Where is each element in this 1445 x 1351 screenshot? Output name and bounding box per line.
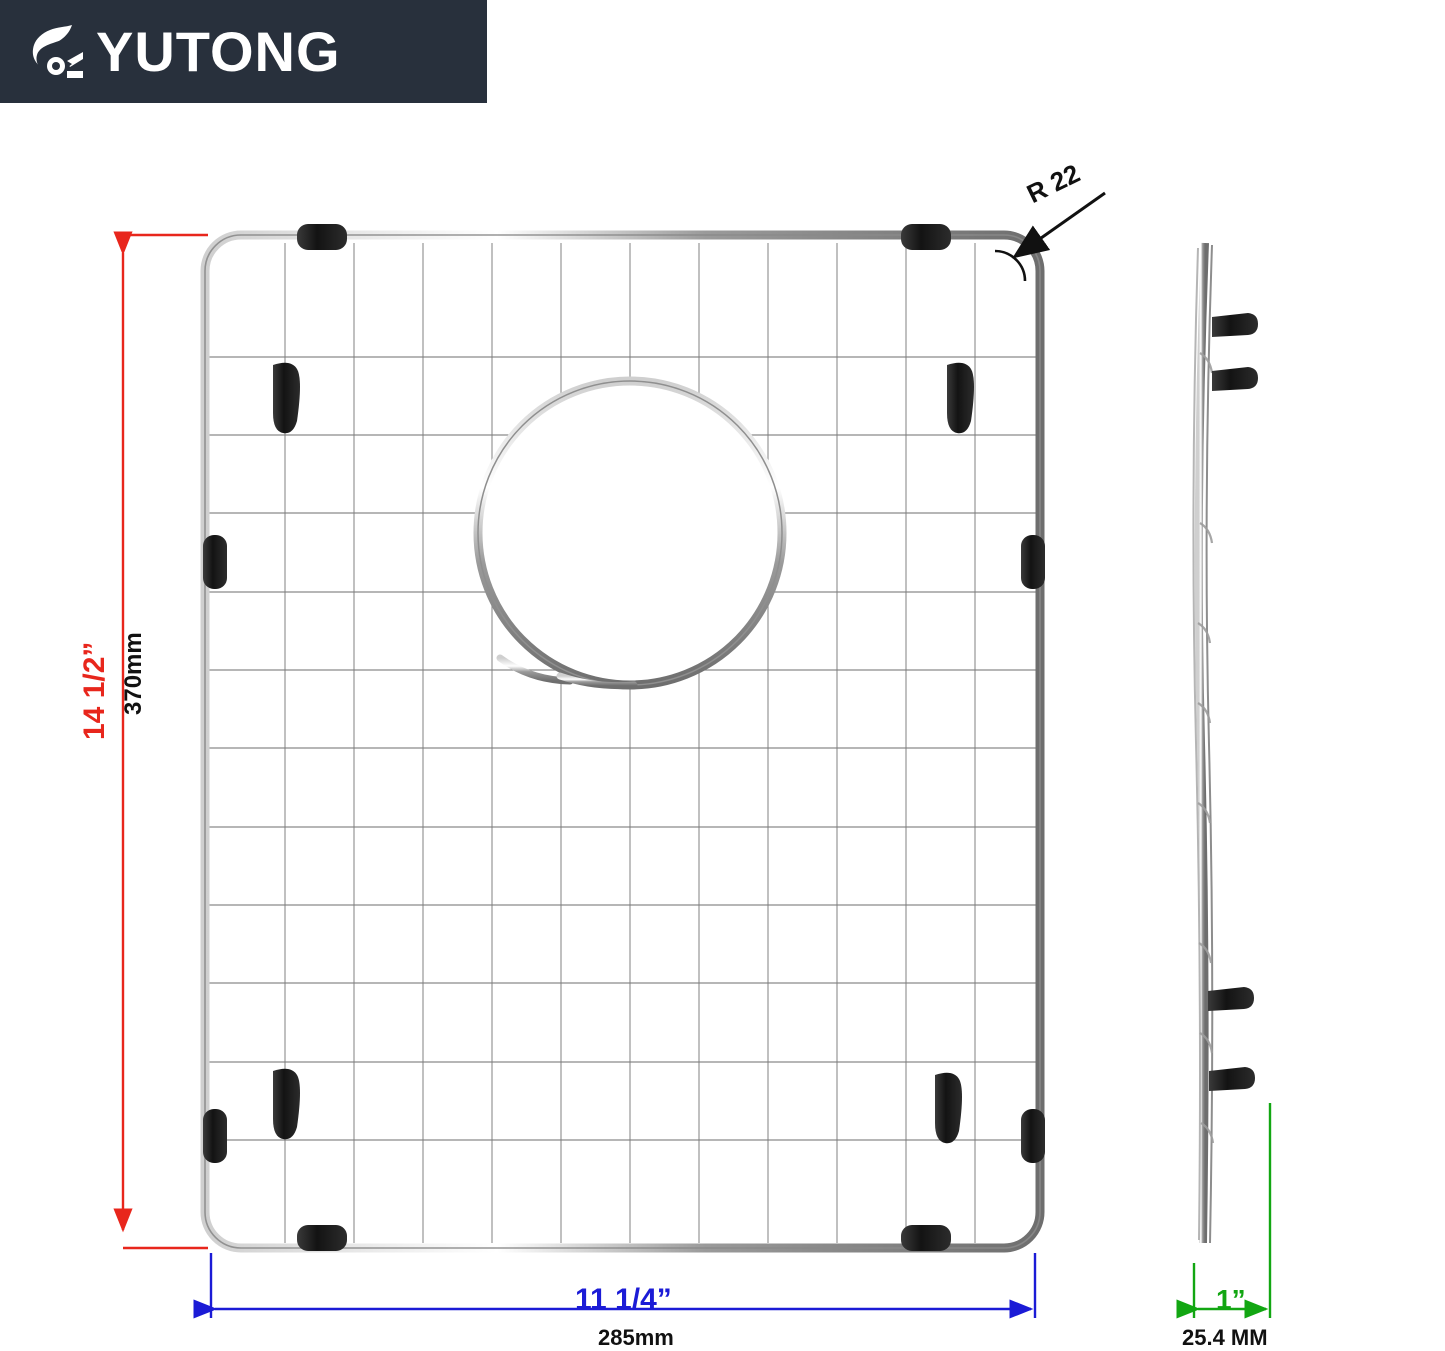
front-view-grid (200, 224, 1045, 1253)
radius-callout (994, 191, 1106, 282)
height-inches-label: 14 1/2” (78, 641, 111, 740)
technical-drawing-canvas (0, 103, 1445, 1334)
height-mm-label: 370mm (120, 632, 147, 715)
side-view-profile (1192, 242, 1258, 1244)
width-mm-label: 285mm (598, 1325, 674, 1350)
dimension-width (193, 1253, 1037, 1319)
dimension-height (113, 231, 208, 1250)
brand-name: YUTONG (96, 19, 341, 83)
rubber-bumpers (203, 224, 1045, 1251)
yutong-flame-logo-icon (26, 21, 90, 83)
width-inches-label: 11 1/4” (575, 1283, 672, 1316)
dimension-depth (1176, 1103, 1272, 1319)
brand-header: YUTONG (0, 0, 487, 103)
depth-inches-label: 1” (1216, 1284, 1246, 1315)
drain-cutout (478, 381, 782, 685)
depth-mm-label: 25.4 MM (1182, 1325, 1268, 1350)
side-view-bumpers (1208, 313, 1258, 1091)
